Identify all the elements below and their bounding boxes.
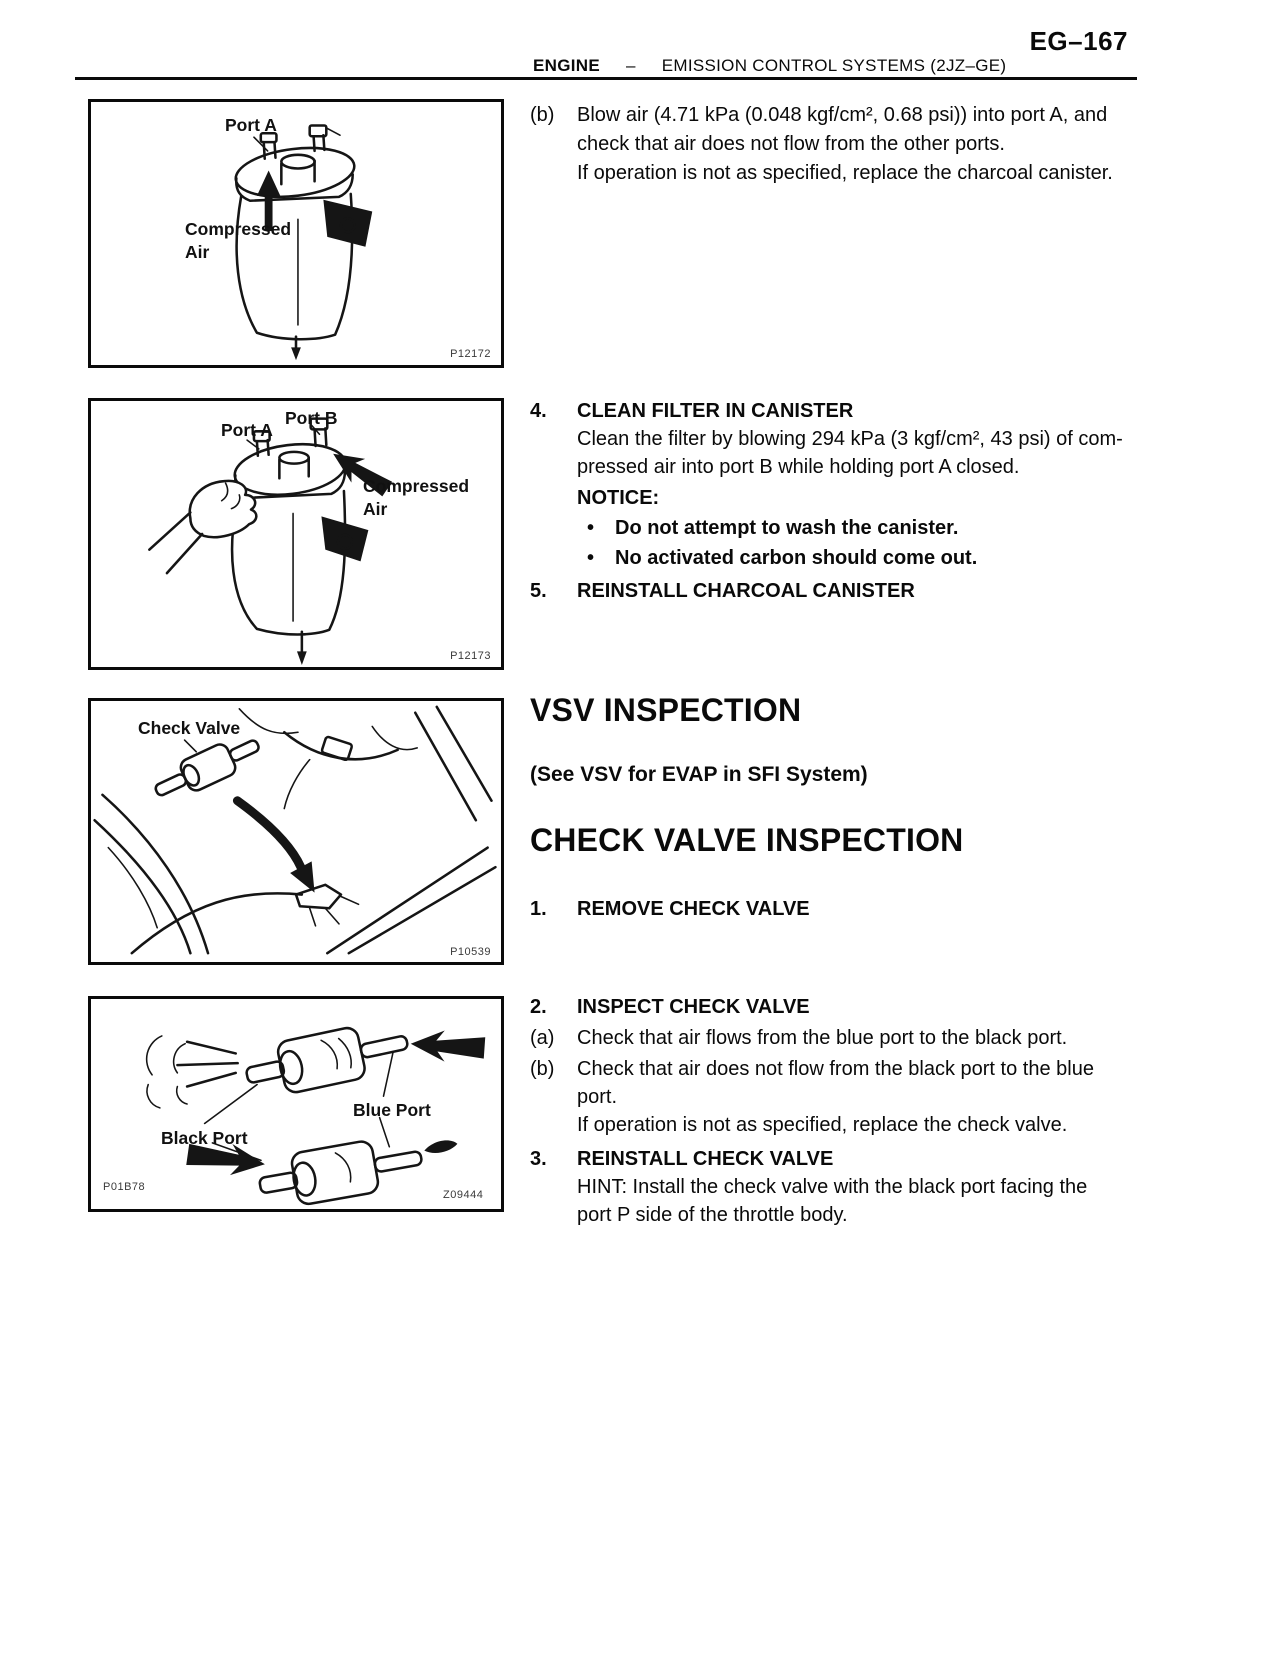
- step-title: REMOVE CHECK VALVE: [577, 898, 810, 920]
- notice-bullet: • Do not attempt to wash the canister.: [577, 514, 1142, 542]
- fig2-code: P12173: [450, 650, 491, 662]
- step-number: 2.: [530, 996, 547, 1018]
- fig1-compressed-air-label: Compressed Air: [185, 219, 292, 262]
- canister-hand-illustration: [148, 417, 393, 666]
- blow-arrow-bottom-icon: [186, 1143, 265, 1176]
- substep-b: (b) Check that air does not flow from th…: [530, 1055, 1142, 1111]
- section-heading-check-valve-inspection: CHECK VALVE INSPECTION: [530, 822, 964, 858]
- step-hint: HINT: Install the check valve with the b…: [530, 1173, 1142, 1229]
- bullet-icon: •: [587, 517, 595, 539]
- notice-bullet: • No activated carbon should come out.: [577, 544, 1142, 572]
- header-section: ENGINE: [533, 56, 600, 75]
- fig1-port-a-label: Port A: [225, 115, 277, 135]
- item-text: Check that air flows from the blue port …: [577, 1027, 1068, 1049]
- fig3-check-valve-label: Check Valve: [138, 718, 241, 738]
- bullet-text: Do not attempt to wash the canister.: [615, 517, 959, 539]
- cv-step-3: 3. REINSTALL CHECK VALVE: [530, 1145, 1142, 1173]
- compressed-air-arrow-icon: [333, 453, 393, 497]
- no-flow-blob-icon: [424, 1140, 458, 1154]
- step-number: 4.: [530, 400, 547, 422]
- item-text: Blow air (4.71 kPa (0.048 kgf/cm², 0.68 …: [577, 104, 1113, 184]
- cv-step-2: 2. INSPECT CHECK VALVE (a) Check that ai…: [530, 993, 1142, 1229]
- check-valve-bottom: [258, 1140, 423, 1206]
- page-number: EG–167: [1029, 26, 1128, 56]
- fig4-code-left: P01B78: [103, 1181, 146, 1193]
- header-separator: –: [625, 56, 636, 75]
- step-number: 1.: [530, 898, 547, 920]
- figure-canister-clean-filter: Port A Port B Compressed Air P12173: [88, 398, 504, 670]
- air-flow-up-arrow-icon: [256, 170, 281, 196]
- notice-label: NOTICE:: [577, 487, 660, 509]
- check-valve-top: [245, 1026, 409, 1094]
- step-5: 5. REINSTALL CHARCOAL CANISTER: [530, 577, 1142, 605]
- engine-bay-illustration: [93, 705, 497, 955]
- fig2-port-b-label: Port B: [285, 408, 338, 428]
- running-header: ENGINE – EMISSION CONTROL SYSTEMS (2JZ–GE): [533, 56, 1006, 76]
- figure-check-valve-location: Check Valve P10539: [88, 698, 504, 965]
- fig2-port-a-label: Port A: [221, 420, 273, 440]
- step-body: Clean the filter by blowing 294 kPa (3 k…: [577, 428, 1123, 478]
- section-heading-vsv-inspection: VSV INSPECTION: [530, 692, 802, 728]
- procedure-item-b: (b) Blow air (4.71 kPa (0.048 kgf/cm², 0…: [530, 101, 1142, 188]
- bullet-text: No activated carbon should come out.: [615, 547, 978, 569]
- blow-arrow-top-icon: [410, 1030, 486, 1062]
- step-title: CLEAN FILTER IN CANISTER: [577, 400, 854, 422]
- step-title: REINSTALL CHARCOAL CANISTER: [577, 580, 915, 602]
- check-valve-flow-illustration: [145, 1026, 486, 1206]
- fig4-blue-port-label: Blue Port: [353, 1100, 431, 1120]
- item-marker: (b): [530, 1058, 555, 1080]
- vsv-cross-reference: (See VSV for EVAP in SFI System): [530, 763, 868, 786]
- hand-illustration: [188, 479, 258, 539]
- item-marker: (b): [530, 104, 555, 126]
- step-title: REINSTALL CHECK VALVE: [577, 1148, 834, 1170]
- fig1-code: P12172: [450, 348, 491, 360]
- fig4-code-right: Z09444: [443, 1189, 484, 1201]
- check-valve-illustration: [154, 739, 260, 797]
- drain-arrow-icon: [291, 347, 301, 361]
- cv-step-1: 1. REMOVE CHECK VALVE: [530, 895, 1142, 923]
- drain-arrow-icon: [296, 651, 307, 666]
- hint-text: HINT: Install the check valve with the b…: [577, 1176, 1088, 1226]
- header-rule: [75, 77, 1137, 80]
- fig2-compressed-air-label: Compressed Air: [363, 476, 470, 519]
- substep-a: (a) Check that air flows from the blue p…: [530, 1024, 1142, 1052]
- note-text: If operation is not as specified, replac…: [577, 1114, 1068, 1136]
- figure-canister-port-a: Port A Compressed Air P12172: [88, 99, 504, 368]
- step-number: 3.: [530, 1148, 547, 1170]
- step-4: 4. CLEAN FILTER IN CANISTER Clean the fi…: [530, 397, 1142, 572]
- fig4-black-port-label: Black Port: [161, 1128, 248, 1148]
- step-title: INSPECT CHECK VALVE: [577, 996, 810, 1018]
- header-subsection: EMISSION CONTROL SYSTEMS (2JZ–GE): [661, 56, 1007, 75]
- bracket-hole: [336, 533, 354, 550]
- air-puff-icon: [145, 1035, 163, 1076]
- install-arrow-icon: [232, 796, 306, 872]
- item-text: Check that air does not flow from the bl…: [577, 1058, 1094, 1108]
- step-note: If operation is not as specified, replac…: [530, 1111, 1142, 1139]
- figure-check-valve-test: Black Port Blue Port P01B78 Z09444: [88, 996, 504, 1212]
- canister-illustration: [234, 124, 373, 361]
- bullet-icon: •: [587, 547, 595, 569]
- item-marker: (a): [530, 1027, 555, 1049]
- step-number: 5.: [530, 580, 547, 602]
- fig3-code: P10539: [450, 946, 491, 958]
- bracket-hole: [339, 217, 356, 234]
